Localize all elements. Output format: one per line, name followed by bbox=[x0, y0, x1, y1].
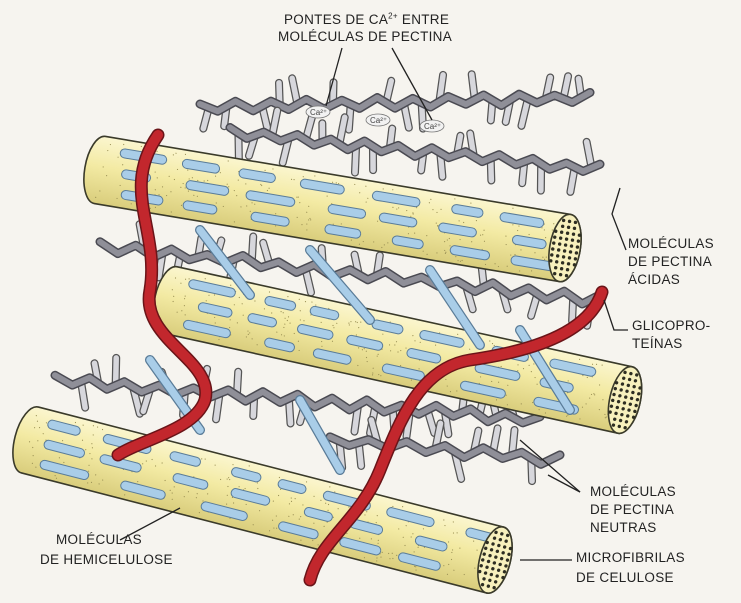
calcium-ion-label: Ca²⁺ bbox=[424, 122, 441, 131]
label-glycoproteins-line1: GLICOPRO- bbox=[632, 318, 710, 334]
label-neutral-pectin-line2: DE PECTINA bbox=[590, 502, 674, 518]
label-neutral-pectin-line1: MOLÉCULAS bbox=[590, 484, 676, 500]
calcium-ion-label: Ca²⁺ bbox=[370, 116, 387, 125]
label-pectin-bridges: PONTES DE CA2+ ENTRE bbox=[284, 12, 449, 28]
calcium-ion-label: Ca²⁺ bbox=[310, 108, 327, 117]
label-pectin-bridges-line2: MOLÉCULAS DE PECTINA bbox=[278, 29, 452, 45]
label-superscript: 2+ bbox=[388, 12, 398, 21]
label-acidic-pectin-line2: DE PECTINA bbox=[628, 254, 712, 270]
label-hemicellulose-line1: MOLÉCULAS bbox=[56, 532, 142, 548]
label-microfibrils-line1: MICROFIBRILAS bbox=[576, 550, 685, 566]
label-microfibrils-line2: DE CELULOSE bbox=[576, 570, 674, 586]
label-glycoproteins-line2: TEÍNAS bbox=[632, 336, 683, 352]
label-neutral-pectin-line3: NEUTRAS bbox=[590, 520, 657, 536]
label-pectin-bridges-line1: PONTES DE CA bbox=[284, 12, 388, 27]
label-acidic-pectin-line3: ÁCIDAS bbox=[628, 272, 680, 288]
label-hemicellulose-line2: DE HEMICELULOSE bbox=[40, 552, 173, 568]
label-pectin-bridges-line1-end: ENTRE bbox=[398, 12, 449, 27]
label-acidic-pectin-line1: MOLÉCULAS bbox=[628, 236, 714, 252]
